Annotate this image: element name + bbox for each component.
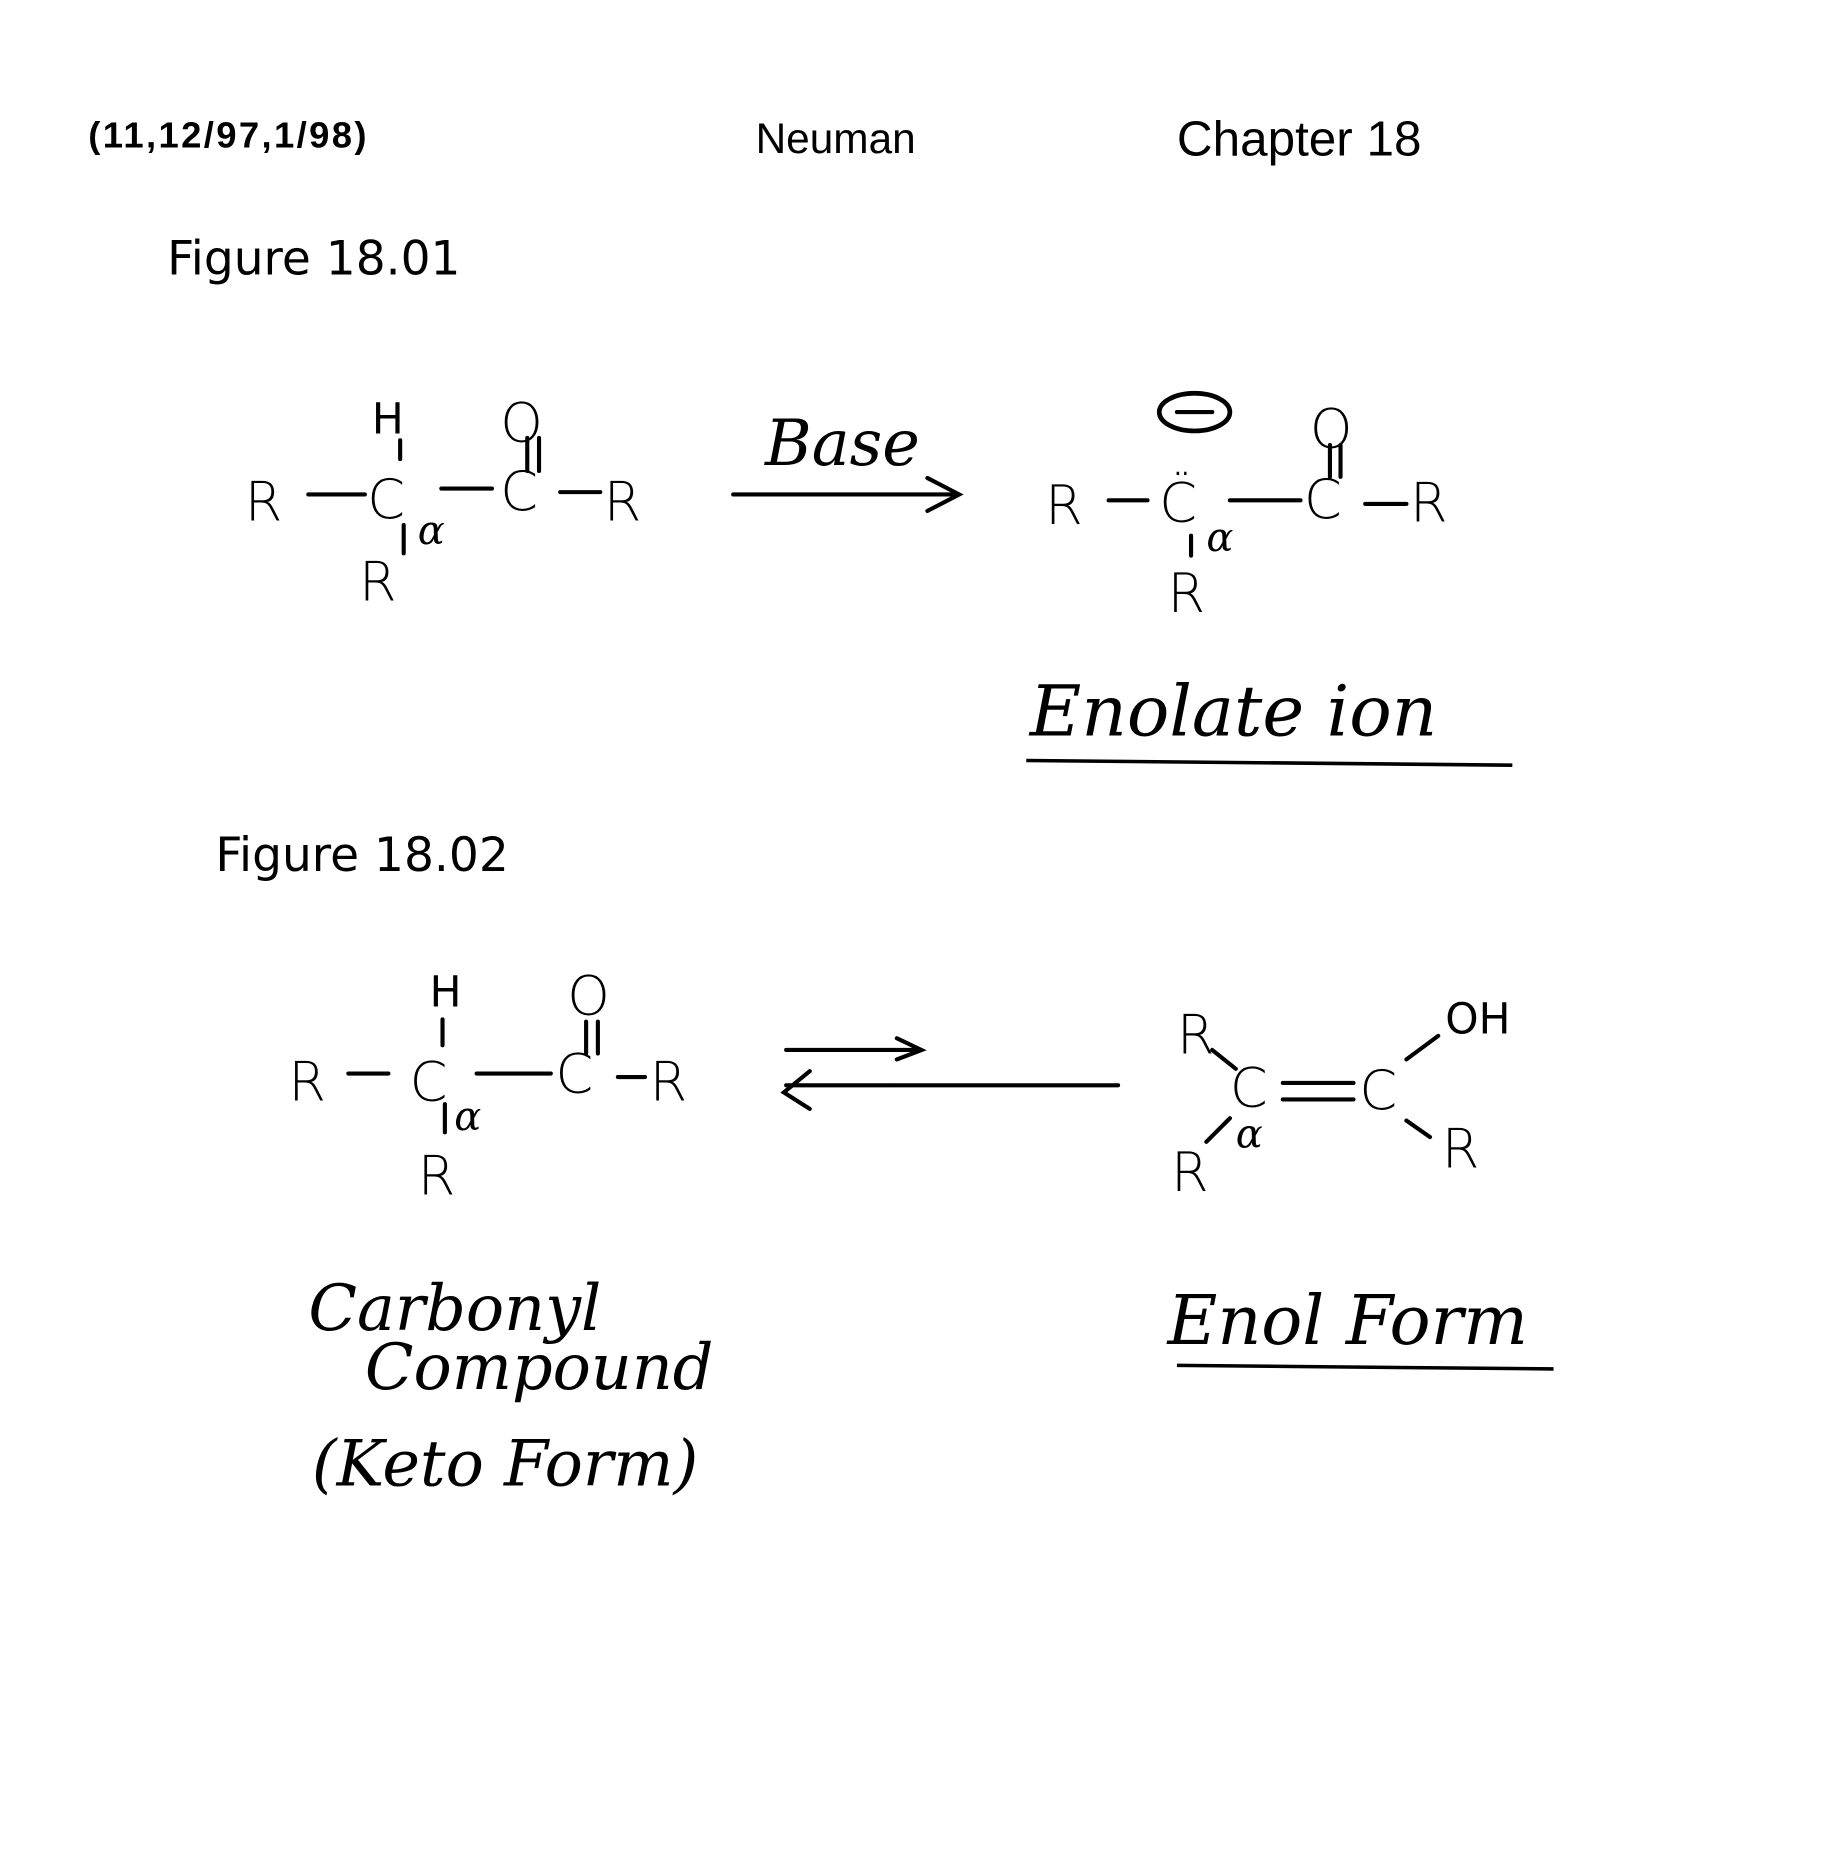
- atom-r-right: R: [650, 1051, 688, 1114]
- figure-1-product: R C̈ α R C O R: [1045, 390, 1448, 625]
- atom-o: O: [500, 392, 543, 455]
- keto-caption: Carbonyl Compound (Keto Form): [308, 1271, 713, 1500]
- atom-c-carbonyl: C: [500, 460, 538, 523]
- atom-r-bottom: R: [1171, 1141, 1209, 1204]
- atom-r-right: R: [1410, 472, 1448, 535]
- atom-c-alpha: C: [410, 1051, 448, 1114]
- atom-h: H: [372, 394, 404, 443]
- atom-o: O: [1310, 397, 1353, 460]
- alpha-label: α: [1236, 1112, 1263, 1158]
- reaction-arrow-base: Base: [731, 406, 964, 514]
- atom-r-bottom: R: [1168, 562, 1206, 625]
- reagent-base: Base: [764, 406, 920, 480]
- figure-2-label: Figure 18.02: [215, 828, 508, 883]
- atom-r-left: R: [288, 1051, 326, 1114]
- enolate-ion-caption: Enolate ion: [1028, 670, 1437, 753]
- figure-1-label: Figure 18.01: [167, 231, 460, 286]
- atom-r-left: R: [245, 470, 283, 533]
- atom-r-left: R: [1045, 474, 1083, 537]
- figure-1-reactant: R C H α R C O R: [245, 392, 642, 614]
- header-chapter: Chapter 18: [1177, 112, 1422, 167]
- keto-caption-line-2: Compound: [365, 1330, 714, 1404]
- keto-caption-line-3: (Keto Form): [312, 1426, 698, 1500]
- atom-c2: C: [1359, 1059, 1397, 1122]
- atom-oh: OH: [1445, 995, 1510, 1044]
- atom-r-right: R: [604, 470, 642, 533]
- alpha-label: α: [454, 1094, 481, 1140]
- keto-form-structure: R C H α R C O R: [288, 965, 687, 1208]
- atom-r-top: R: [1177, 1004, 1215, 1067]
- enol-form-caption: Enol Form: [1166, 1282, 1528, 1361]
- atom-c-alpha: C: [1230, 1056, 1268, 1119]
- enol-form-structure: R C C OH R α R: [1171, 995, 1510, 1205]
- atom-h: H: [430, 967, 462, 1016]
- keto-caption-line-1: Carbonyl: [308, 1271, 601, 1345]
- header-dates: (11,12/97,1/98): [88, 114, 369, 155]
- atom-r-right: R: [1442, 1118, 1480, 1181]
- negative-charge-icon: [1156, 390, 1233, 434]
- atom-o: O: [567, 965, 610, 1028]
- enol-caption-underline: [1176, 1363, 1554, 1371]
- atom-c-alpha: C: [367, 468, 405, 531]
- alpha-label: α: [418, 508, 445, 554]
- equilibrium-arrows: [780, 1036, 1121, 1111]
- alpha-label: α: [1206, 515, 1233, 561]
- atom-r-bottom: R: [418, 1145, 456, 1208]
- atom-r-bottom: R: [359, 550, 397, 613]
- caption-underline: [1026, 758, 1513, 767]
- atom-c-carbonyl: C: [1304, 468, 1342, 531]
- atom-carbanion: C̈: [1159, 472, 1197, 535]
- header-author: Neuman: [756, 115, 916, 162]
